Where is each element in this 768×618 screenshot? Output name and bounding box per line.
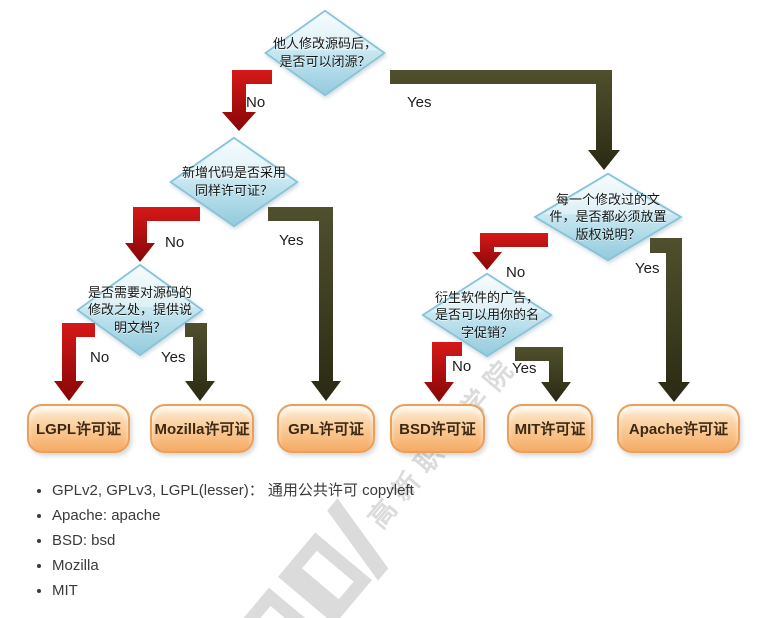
license-box-mozilla: Mozilla许可证	[150, 404, 254, 453]
legend-item-mozilla: Mozilla	[52, 557, 414, 574]
arrow-q2-no	[125, 207, 200, 262]
arrow-q1-no	[222, 70, 272, 131]
license-box-lgpl: LGPL许可证	[27, 404, 130, 453]
decision-copyright-notice: 每一个修改过的文 件，是否都必须放置 版权说明？	[532, 172, 684, 262]
legend-item-mit: MIT	[52, 582, 414, 599]
license-box-gpl: GPL许可证	[277, 404, 375, 453]
license-box-mit: MIT许可证	[507, 404, 593, 453]
edge-label-q2-no: No	[165, 234, 185, 251]
edge-label-q3-no: No	[90, 349, 110, 366]
decision-text: 他人修改源码后， 是否可以闭源？	[272, 36, 377, 69]
decision-same-license: 新增代码是否采用 同样许可证？	[168, 136, 300, 228]
edge-label-q1-yes: Yes	[407, 94, 432, 111]
license-box-bsd: BSD许可证	[390, 404, 485, 453]
license-label: Apache许可证	[628, 421, 729, 438]
legend-item-apache: Apache: apache	[52, 507, 414, 524]
decision-text: 每一个修改过的文 件，是否都必须放置 版权说明？	[549, 191, 667, 242]
license-label: BSD许可证	[399, 421, 476, 438]
license-label: MIT许可证	[514, 421, 586, 438]
decision-can-close-source: 他人修改源码后， 是否可以闭源？	[263, 9, 387, 97]
arrow-q3-no	[54, 323, 95, 401]
arrow-q3-yes	[185, 323, 215, 401]
arrow-q5-no	[424, 342, 462, 402]
arrow-q2-yes	[268, 207, 341, 401]
decision-text: 新增代码是否采用 同样许可证？	[181, 165, 286, 198]
edge-label-q4-yes: Yes	[635, 260, 660, 277]
decision-document-changes: 是否需要对源码的 修改之处，提供说 明文档？	[75, 263, 205, 357]
license-label: Mozilla许可证	[154, 421, 250, 438]
legend-item-bsd: BSD: bsd	[52, 532, 414, 549]
decision-text: 是否需要对源码的 修改之处，提供说 明文档？	[87, 284, 192, 335]
arrow-q5-yes	[515, 347, 571, 402]
arrow-q4-no	[472, 233, 548, 270]
edge-label-q5-yes: Yes	[512, 360, 537, 377]
legend-list: GPLv2, GPLv3, LGPL(lesser)： 通用公共许可 copyl…	[30, 482, 414, 607]
edge-label-q5-no: No	[452, 358, 472, 375]
decision-promote-with-name: 衍生软件的广告， 是否可以用你的名 字促销？	[420, 272, 554, 358]
edge-label-q2-yes: Yes	[279, 232, 304, 249]
edge-label-q4-no: No	[506, 264, 526, 281]
edge-label-q1-no: No	[246, 94, 266, 111]
license-box-apache: Apache许可证	[617, 404, 740, 453]
decision-text: 衍生软件的广告， 是否可以用你的名 字促销？	[434, 289, 539, 340]
edge-label-q3-yes: Yes	[161, 349, 186, 366]
license-label: GPL许可证	[288, 421, 364, 438]
arrow-q1-yes	[390, 70, 620, 170]
arrow-q4-yes	[650, 238, 690, 402]
legend-item-gpl: GPLv2, GPLv3, LGPL(lesser)： 通用公共许可 copyl…	[52, 482, 414, 499]
license-label: LGPL许可证	[36, 421, 121, 438]
